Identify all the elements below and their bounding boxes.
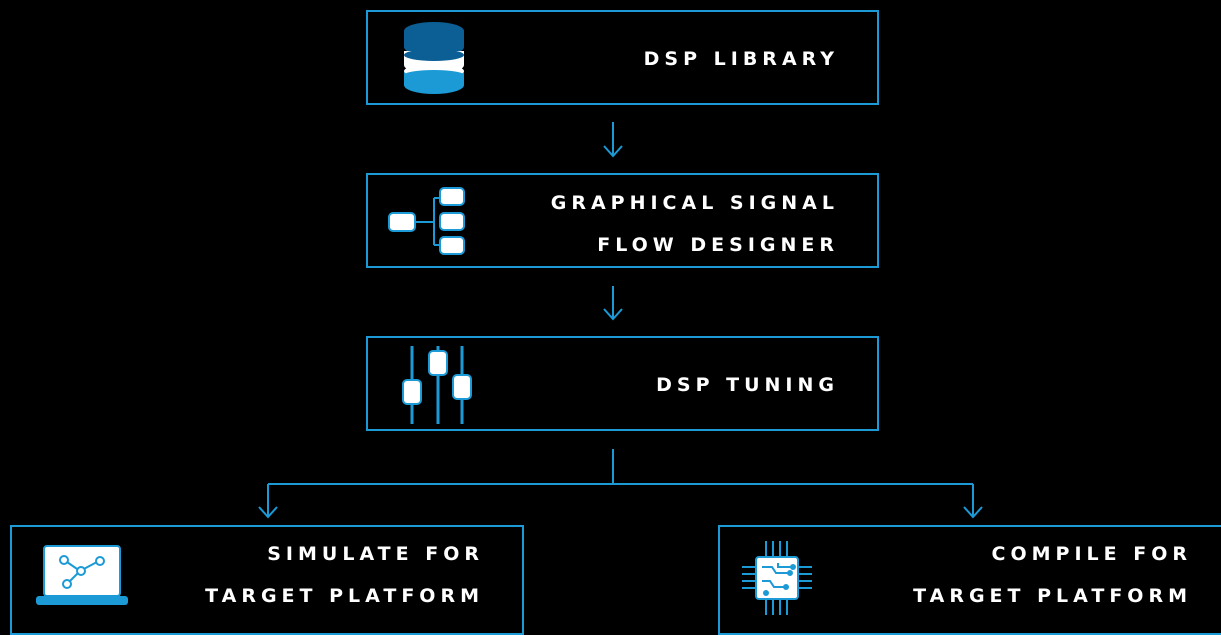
arrow-library-to-flow	[603, 122, 623, 158]
compile-label-line2: TARGET PLATFORM	[913, 585, 1192, 607]
dsp-tuning-label: DSP TUNING	[656, 374, 839, 396]
compile-label-line1: COMPILE FOR	[991, 543, 1192, 565]
node-signal-flow-designer: GRAPHICAL SIGNAL FLOW DESIGNER	[366, 173, 879, 268]
chip-icon	[742, 541, 812, 615]
laptop-icon	[36, 545, 128, 605]
arrow-flow-to-tuning	[603, 286, 623, 321]
signal-flow-label-line2: FLOW DESIGNER	[597, 234, 839, 256]
arrow-tuning-split	[258, 449, 983, 519]
node-compile: COMPILE FOR TARGET PLATFORM	[718, 525, 1221, 635]
simulate-label-line1: SIMULATE FOR	[267, 543, 484, 565]
sliders-icon	[402, 346, 472, 424]
node-dsp-tuning: DSP TUNING	[366, 336, 879, 431]
node-dsp-library: DSP LIBRARY	[366, 10, 879, 105]
database-icon	[404, 22, 464, 94]
node-simulate: SIMULATE FOR TARGET PLATFORM	[10, 525, 524, 635]
simulate-label-line2: TARGET PLATFORM	[205, 585, 484, 607]
dsp-library-label: DSP LIBRARY	[643, 48, 839, 70]
signal-flow-icon	[388, 187, 465, 255]
signal-flow-label-line1: GRAPHICAL SIGNAL	[550, 192, 839, 214]
connectors	[258, 122, 983, 519]
